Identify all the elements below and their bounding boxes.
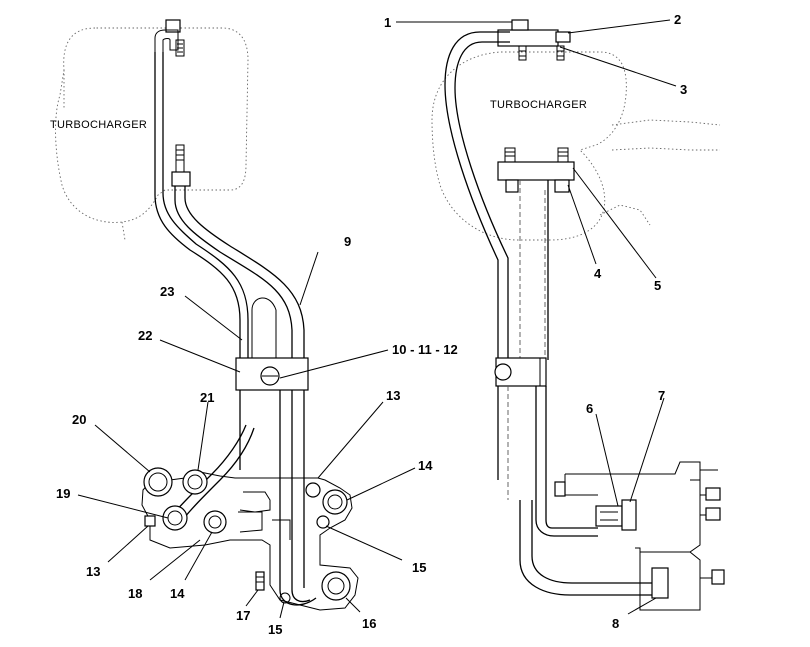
callout-20: 20 [72,412,86,427]
seal-15-right [316,515,330,529]
fitting-8 [651,567,669,599]
right-turbocharger-caption: TURBOCHARGER [490,99,587,111]
mid-flange [497,161,575,181]
callout-18: 18 [128,586,142,601]
boss-16 [321,571,351,601]
seal-15-bottom [279,592,291,604]
callout-16: 16 [362,616,376,631]
callout-22: 22 [138,328,152,343]
callout-19: 19 [56,486,70,501]
callout-15-right: 15 [412,560,426,575]
bottom-housing [639,551,701,611]
callout-23: 23 [160,284,174,299]
callout-14-right: 14 [418,458,433,473]
bolt-17 [255,571,265,591]
callout-6: 6 [586,401,593,416]
plug-13-right [305,482,321,498]
right-supply-line [444,31,510,360]
upper-fitting-bolt [175,39,185,57]
right-housing [565,461,701,553]
callout-3: 3 [680,82,687,97]
left-turbocharger-housing-line [63,70,126,241]
left-turbocharger-caption: TURBOCHARGER [50,119,147,131]
callout-10-11-12: 10 - 11 - 12 [392,342,458,357]
callout-7: 7 [658,388,665,403]
plug-13-left [144,515,156,527]
oil-drain-line [174,186,293,360]
callout-8: 8 [612,616,619,631]
upper-fitting [165,19,181,33]
boss-14-right [322,489,348,515]
middle-fitting-nut [171,171,191,187]
callout-14-left: 14 [170,586,185,601]
callout-1: 1 [384,15,391,30]
left-view: TURBOCHARGER [50,19,458,637]
branch-line [169,424,247,519]
callout-17: 17 [236,608,250,623]
callout-5: 5 [654,278,661,293]
upper-fitting-banjo [154,29,179,52]
right-return-line [519,500,652,596]
middle-fitting-stud [175,144,185,173]
callout-15-bottom: 15 [268,622,282,637]
callout-13-lower: 13 [86,564,100,579]
left-leader-lines [77,251,416,619]
callout-9: 9 [344,234,351,249]
right-view: TURBOCHARGER [384,12,725,631]
right-turbocharger-outline [431,51,627,241]
boss-21 [182,469,208,495]
fitting-7 [621,499,637,531]
callout-4: 4 [594,266,602,281]
fitting-6 [595,505,623,527]
boss-20 [143,467,173,497]
callout-2: 2 [674,12,681,27]
callout-21: 21 [200,390,214,405]
boss-14-left [203,510,227,534]
fitting-19 [162,505,188,531]
oil-supply-line [154,52,241,360]
callout-13-upper: 13 [386,388,400,403]
right-leader-lines [396,19,677,615]
